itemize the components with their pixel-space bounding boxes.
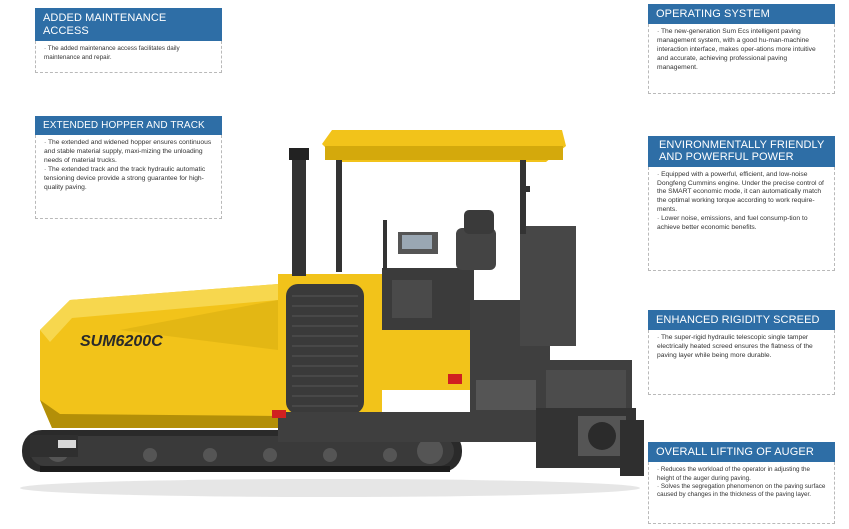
card-text: · The new-generation Sum Ecs intelligent…	[657, 28, 816, 71]
card-title-line: ENVIRONMENTALLY FRIENDLY	[659, 139, 825, 151]
card-body: · The new-generation Sum Ecs intelligent…	[648, 24, 835, 95]
card-title: OVERALL LIFTING OF AUGER	[648, 442, 835, 463]
tail-light	[272, 410, 286, 418]
engine-housing	[278, 268, 474, 422]
card-text: · Solves the segregation phenomenon on t…	[657, 482, 826, 499]
card-body: · The extended and widened hopper ensure…	[35, 135, 222, 219]
feature-card-screed: ENHANCED RIGIDITY SCREED · The super-rig…	[648, 310, 835, 396]
card-text: · The extended track and the track hydra…	[44, 165, 206, 191]
side-light	[448, 374, 462, 384]
feature-card-auger: OVERALL LIFTING OF AUGER · Reduces the w…	[648, 442, 835, 525]
hopper	[40, 284, 278, 428]
ground-shadow	[20, 479, 640, 497]
operator-console	[398, 210, 496, 270]
card-text: · The super-rigid hydraulic telescopic s…	[657, 334, 813, 359]
screed	[536, 360, 644, 476]
feature-card-maintenance: ADDED MAINTENANCE ACCESS · The added mai…	[35, 8, 222, 74]
feature-card-hopper: EXTENDED HOPPER AND TRACK · The extended…	[35, 116, 222, 219]
card-body: · The added maintenance access facilitat…	[35, 41, 222, 74]
card-text: · Lower noise, emissions, and fuel consu…	[657, 215, 808, 232]
card-title: ENVIRONMENTALLY FRIENDLY AND POWERFUL PO…	[648, 136, 835, 167]
card-body: · Reduces the workload of the operator i…	[648, 462, 835, 525]
operator-canopy	[322, 130, 566, 272]
card-title: OPERATING SYSTEM	[648, 4, 835, 25]
card-text: · The added maintenance access facilitat…	[44, 45, 180, 61]
card-body: · The super-rigid hydraulic telescopic s…	[648, 330, 835, 396]
feature-card-operating-system: OPERATING SYSTEM · The new-generation Su…	[648, 4, 835, 95]
feature-card-environment: ENVIRONMENTALLY FRIENDLY AND POWERFUL PO…	[648, 136, 835, 271]
card-text: · Reduces the workload of the operator i…	[657, 466, 810, 482]
card-title: EXTENDED HOPPER AND TRACK	[35, 116, 222, 135]
card-title: ENHANCED RIGIDITY SCREED	[648, 310, 835, 331]
exhaust-stack	[292, 148, 306, 276]
card-title: ADDED MAINTENANCE ACCESS	[35, 8, 222, 42]
card-text: · Equipped with a powerful, efficient, a…	[657, 170, 824, 214]
card-text: · The extended and widened hopper ensure…	[44, 139, 212, 164]
card-title-line: AND POWERFUL POWER	[659, 151, 794, 164]
model-label: SUM6200C	[80, 333, 163, 350]
card-body: · Equipped with a powerful, efficient, a…	[648, 166, 835, 271]
